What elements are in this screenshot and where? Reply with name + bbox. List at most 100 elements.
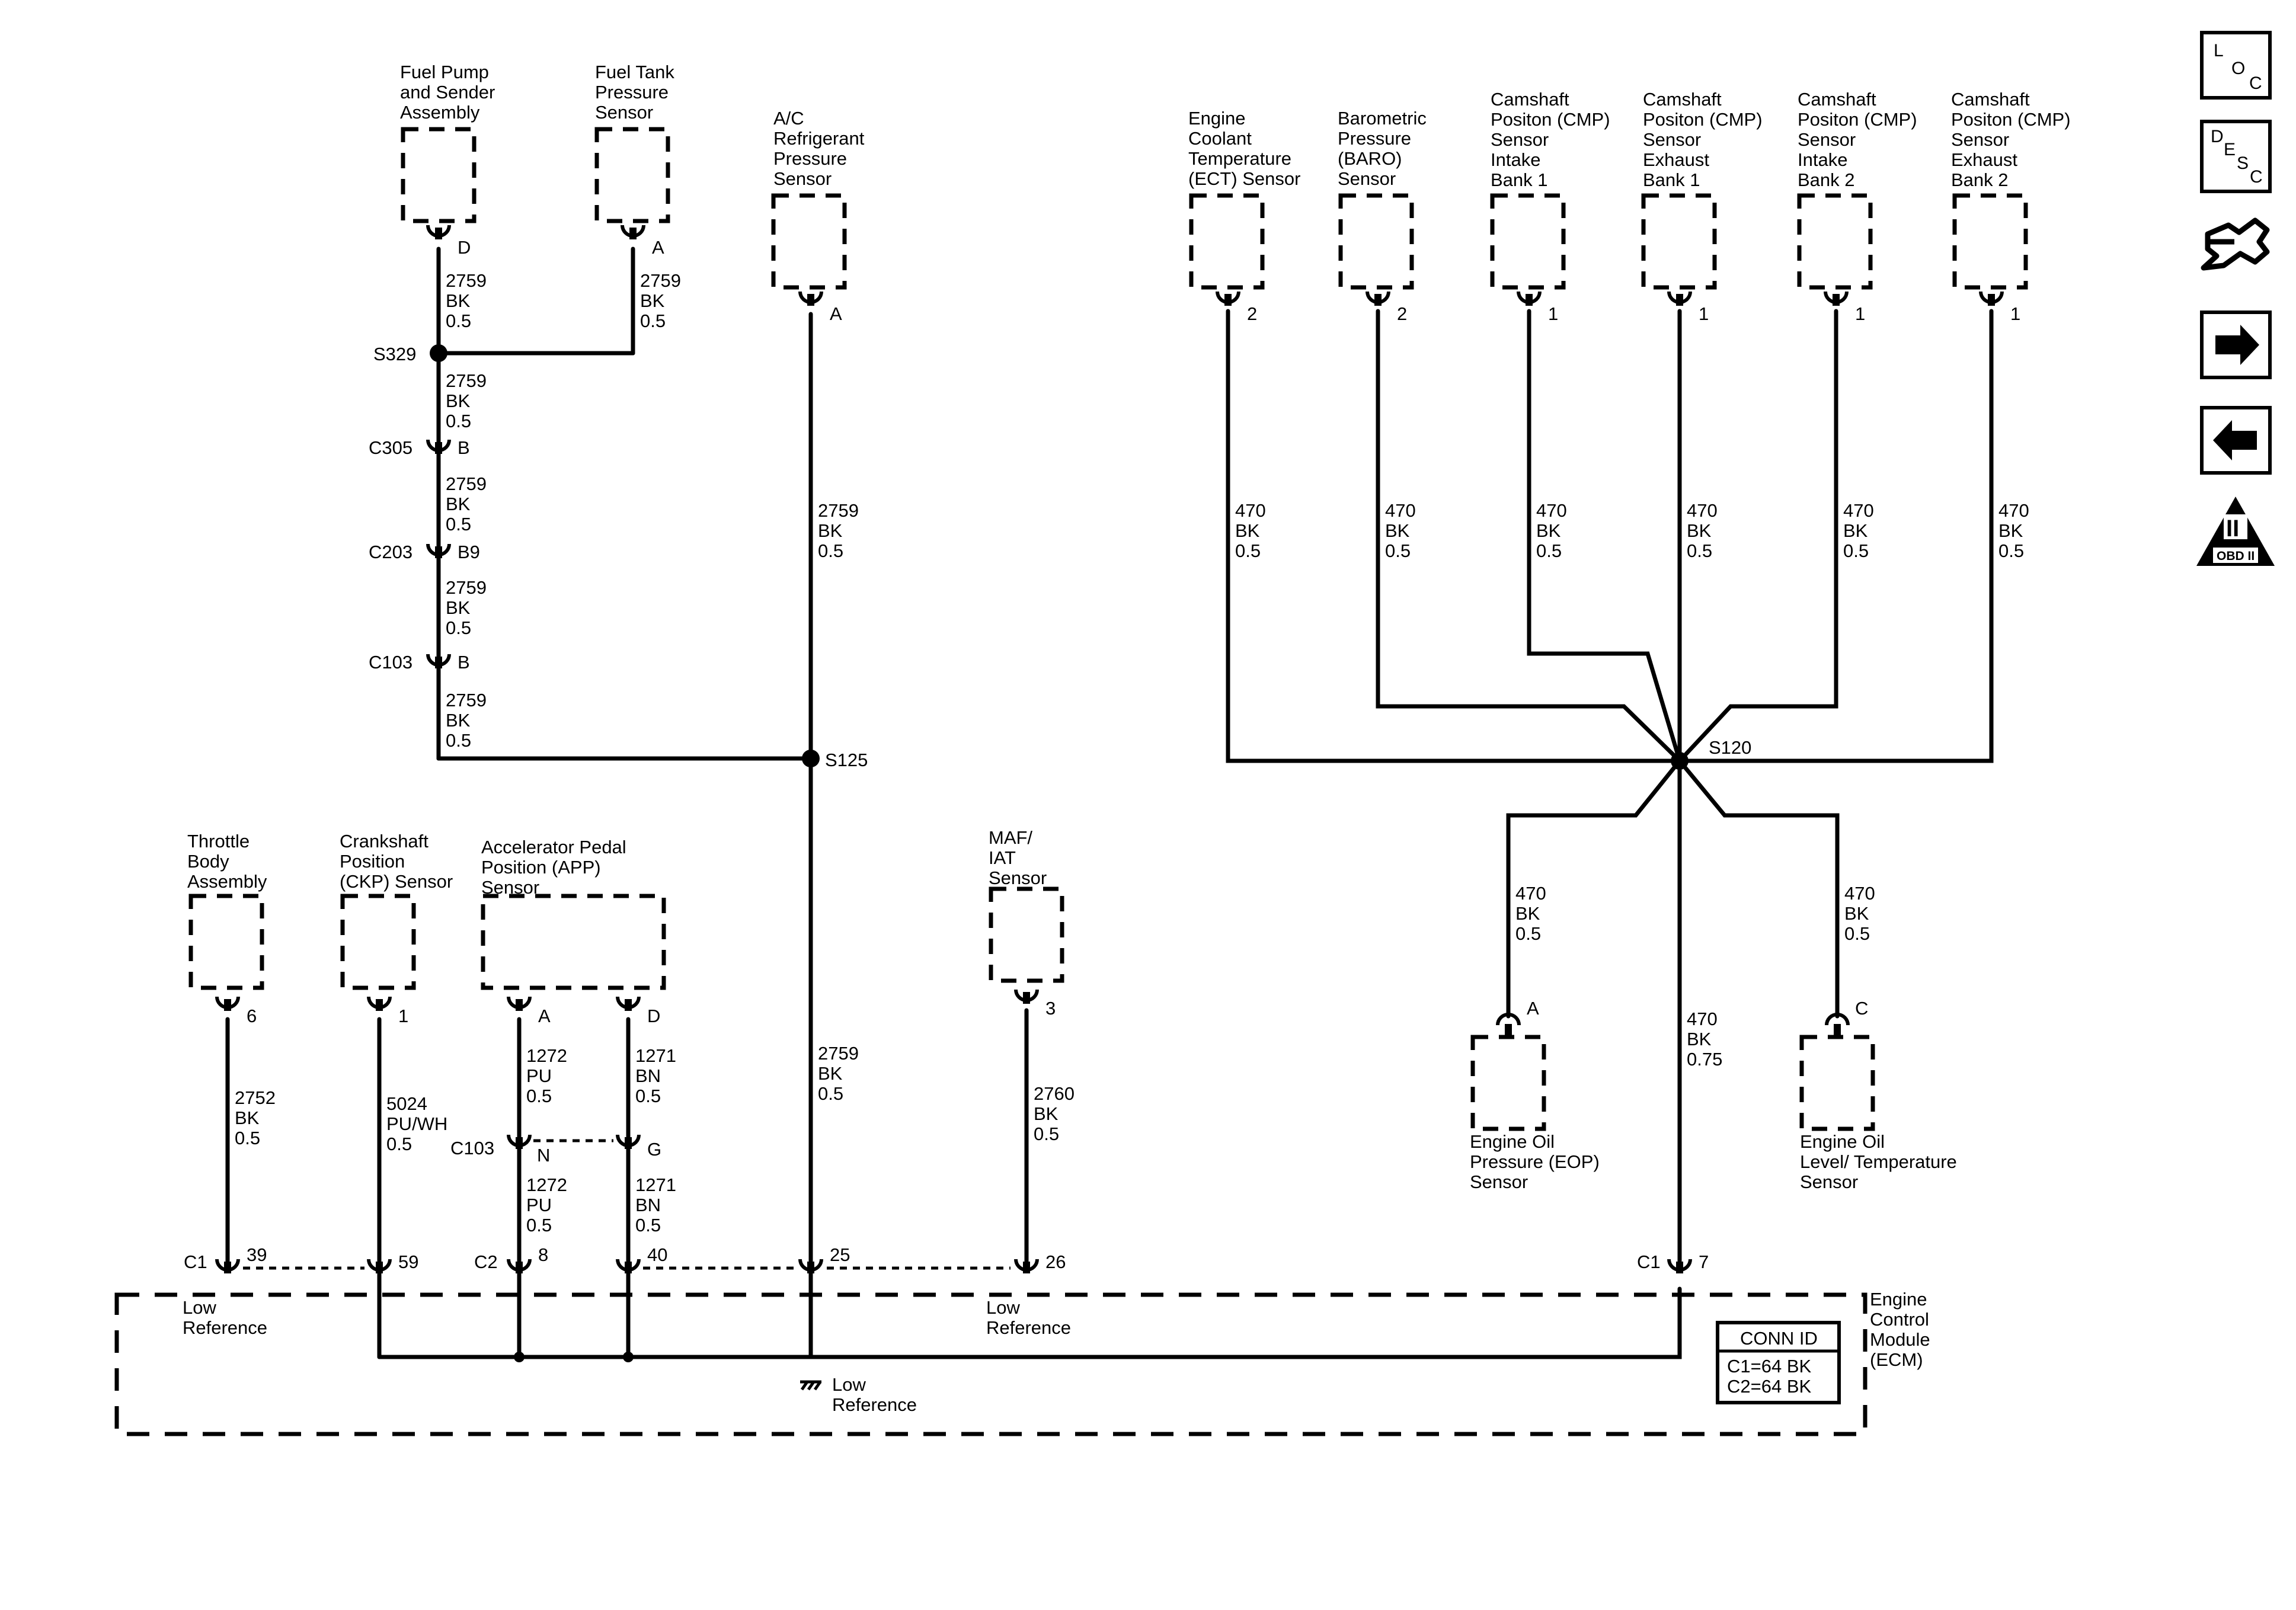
connector-pin xyxy=(1833,294,1840,306)
connector-pin xyxy=(1023,1262,1030,1273)
connector-pin xyxy=(1526,294,1533,306)
splice-s120 xyxy=(1671,752,1689,770)
pin-label: 1 xyxy=(398,1006,408,1026)
wrench-icon[interactable] xyxy=(2201,217,2270,271)
connector-pin xyxy=(807,1262,814,1273)
connector-pin xyxy=(224,999,231,1011)
pin-label: 6 xyxy=(247,1006,257,1026)
splice-s329 xyxy=(430,344,447,362)
connector-pin xyxy=(435,657,442,668)
connector-pin xyxy=(1834,1024,1841,1036)
connector-pin xyxy=(1505,1024,1512,1036)
label-fuel-pump: Fuel Pump and Sender Assembly xyxy=(400,62,500,123)
connector-pin xyxy=(1374,294,1382,306)
loc-letter: C xyxy=(2249,73,2262,93)
conn-id-c2: C2=64 BK xyxy=(1727,1376,1812,1397)
connector-label: C103 xyxy=(369,652,412,673)
connector-pin xyxy=(376,1262,383,1273)
pin-label: A xyxy=(538,1006,551,1026)
label-ckp: Crankshaft Position (CKP) Sensor xyxy=(340,831,453,892)
connector-pin xyxy=(629,228,637,239)
wires xyxy=(225,247,1994,1391)
obd-text: OBD II xyxy=(2217,549,2255,563)
pin-label: B xyxy=(458,437,470,458)
pin-label: D xyxy=(458,237,471,258)
pin-label: 2 xyxy=(1247,303,1257,324)
conn-id-title: CONN ID xyxy=(1740,1328,1818,1349)
next-arrow-button[interactable] xyxy=(2200,311,2272,379)
arrow-left-icon xyxy=(2213,420,2257,460)
splice-label: S329 xyxy=(373,344,416,364)
nav-loc-button[interactable]: L O C xyxy=(2200,31,2272,100)
label-maf-iat: MAF/ IAT Sensor xyxy=(989,827,1047,888)
loc-letter: O xyxy=(2231,59,2245,78)
pin-label: D xyxy=(647,1006,660,1026)
connector-cup xyxy=(1496,1013,1521,1026)
pin-label: 1 xyxy=(1855,303,1865,324)
label-throttle-body: Throttle Body Assembly xyxy=(187,831,267,892)
conn-id-c1: C1=64 BK xyxy=(1727,1356,1812,1377)
pin-label: 1 xyxy=(1699,303,1709,324)
connector-pin xyxy=(516,1262,523,1273)
pin-label: 8 xyxy=(538,1244,548,1265)
arrow-right-icon xyxy=(2215,325,2259,365)
pin-label: 2 xyxy=(1397,303,1407,324)
connector-pin xyxy=(435,228,442,239)
connector-label: C1 xyxy=(184,1251,207,1272)
obd-roman: II xyxy=(2226,516,2239,542)
desc-letter: D xyxy=(2211,127,2224,146)
splice-label: S120 xyxy=(1709,737,1751,758)
obd-ii-icon[interactable]: II OBD II xyxy=(2196,497,2275,566)
desc-letter: S xyxy=(2237,153,2249,173)
connector-label: C2 xyxy=(474,1251,498,1272)
connector-pin xyxy=(435,546,442,558)
connector-label: C1 xyxy=(1637,1251,1661,1272)
pin-label: A xyxy=(652,237,664,258)
label-cmp-intake-b2: Camshaft Positon (CMP) Sensor Intake Ban… xyxy=(1798,89,1922,190)
label-fuel-tank-pressure: Fuel Tank Pressure Sensor xyxy=(595,62,679,123)
connector-pin xyxy=(224,1262,231,1273)
label-ecm: Engine Control Module (ECM) xyxy=(1870,1289,1935,1370)
pin-label: A xyxy=(1527,998,1539,1019)
pin-label: 39 xyxy=(247,1244,267,1265)
label-eop: Engine Oil Pressure (EOP) Sensor xyxy=(1470,1131,1604,1192)
pin-labels: D A A 2 2 1 1 1 1 6 1 A D 3 A C N G 39 5… xyxy=(183,237,2020,1415)
pin-label: 7 xyxy=(1699,1251,1709,1272)
connector-label: C203 xyxy=(369,542,412,562)
nav-desc-button[interactable]: D E S C xyxy=(2200,120,2272,193)
component-boxes xyxy=(114,127,2028,1436)
pin-label: 59 xyxy=(398,1251,418,1272)
pin-label: 3 xyxy=(1045,998,1056,1019)
connector-pin xyxy=(435,442,442,454)
pin-label: 1 xyxy=(1548,303,1558,324)
connector-pin xyxy=(376,999,383,1011)
label-oil-level-temp: Engine Oil Level/ Temperature Sensor xyxy=(1800,1131,1962,1192)
pin-label: C xyxy=(1855,998,1868,1019)
prev-arrow-button[interactable] xyxy=(2200,406,2272,475)
pin-label: 40 xyxy=(647,1244,667,1265)
connector-pin xyxy=(625,1137,632,1149)
connector-pin xyxy=(516,999,523,1011)
